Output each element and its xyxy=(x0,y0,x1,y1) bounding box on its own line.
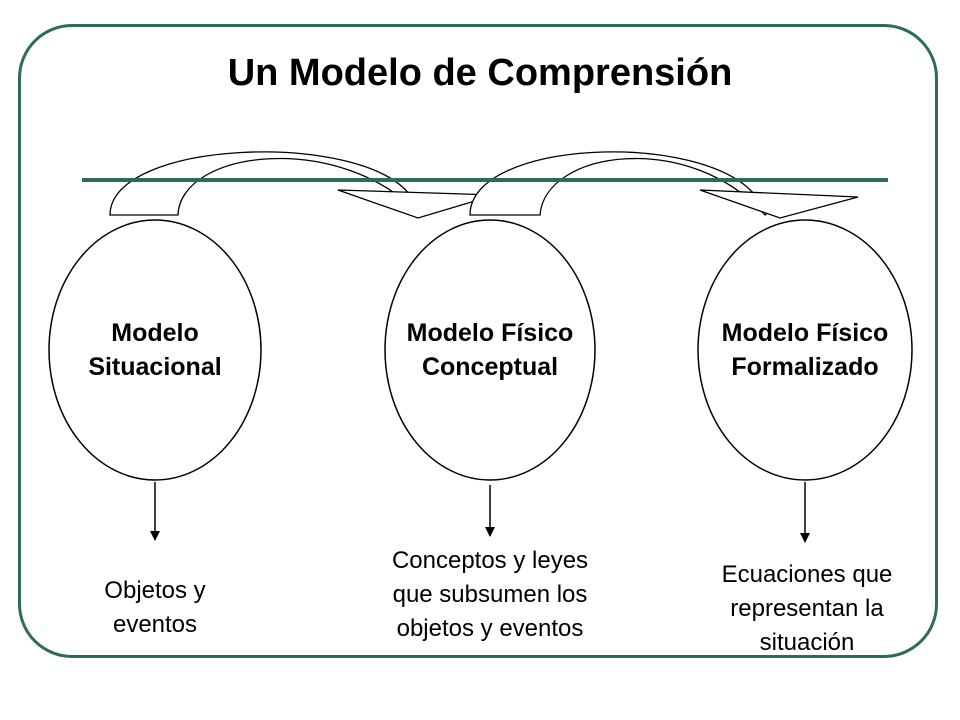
model-label-conceptual: Modelo Físico Conceptual xyxy=(360,316,620,384)
model-label-formalizado: Modelo Físico Formalizado xyxy=(675,316,935,384)
model-2-line1: Modelo Físico xyxy=(406,319,574,347)
ellipse-modelo-situacional xyxy=(48,219,262,481)
curved-arrow-2 xyxy=(469,151,792,216)
page-title: Un Modelo de Comprensión xyxy=(227,52,733,94)
output-2-line2: que subsumen los xyxy=(392,581,588,608)
model-3-line1: Modelo Físico xyxy=(721,319,889,347)
slide-frame xyxy=(18,24,938,658)
output-label-3: Ecuaciones que representan la situación xyxy=(657,558,957,660)
curved-arrow-2-head xyxy=(699,189,859,219)
model-label-situacional: Modelo Situacional xyxy=(25,316,285,384)
model-1-line1: Modelo xyxy=(111,319,199,347)
model-1-line2: Situacional xyxy=(88,353,222,381)
output-label-1: Objetos y eventos xyxy=(5,574,305,642)
output-1-line2: eventos xyxy=(112,611,198,638)
output-label-2: Conceptos y leyes que subsumen los objet… xyxy=(340,544,640,646)
curved-arrow-1-head xyxy=(337,189,496,219)
model-3-line2: Formalizado xyxy=(731,353,879,381)
output-1-line1: Objetos y xyxy=(104,577,206,604)
ellipse-modelo-formalizado xyxy=(697,219,913,481)
ellipse-modelo-conceptual xyxy=(384,219,596,481)
output-3-line1: Ecuaciones que xyxy=(721,561,893,588)
model-2-line2: Conceptual xyxy=(421,353,559,381)
output-3-line2: representan la xyxy=(730,595,884,622)
output-2-line1: Conceptos y leyes xyxy=(391,547,589,574)
output-2-line3: objetos y eventos xyxy=(396,615,584,642)
output-3-line3: situación xyxy=(759,629,855,656)
